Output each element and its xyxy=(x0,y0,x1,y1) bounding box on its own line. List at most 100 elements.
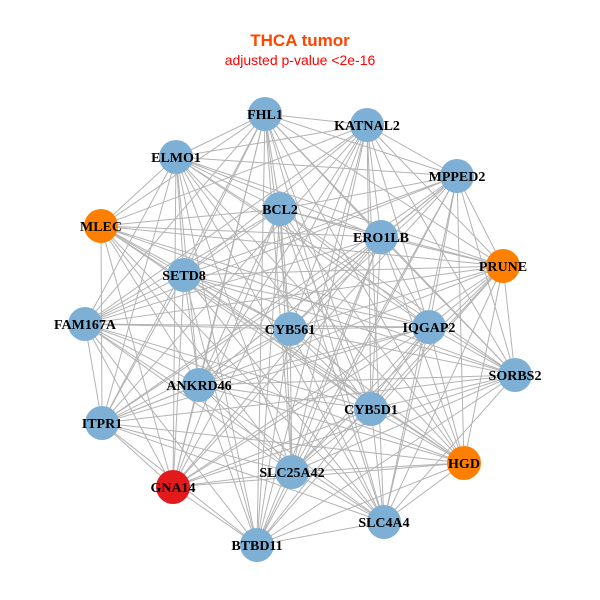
edge-ELMO1-FAM167A xyxy=(84,156,177,325)
edge-SETD8-SORBS2 xyxy=(183,274,516,376)
edge-ELMO1-ITPR1 xyxy=(101,156,177,424)
node-label: ANKRD46 xyxy=(166,379,231,394)
edge-MLEC-BCL2 xyxy=(100,208,281,227)
node-circle xyxy=(367,505,401,539)
node-circle xyxy=(240,528,274,562)
edge-KATNAL2-ELMO1 xyxy=(175,124,368,158)
node-hgd: HGD xyxy=(447,446,481,480)
node-gna14: GNA14 xyxy=(150,470,196,504)
edge-ERO1LB-CYB561 xyxy=(289,236,382,330)
node-iqgap2: IQGAP2 xyxy=(403,310,456,344)
edge-IQGAP2-GNA14 xyxy=(172,326,430,488)
node-label: SETD8 xyxy=(162,269,206,284)
edge-ANKRD46-HGD xyxy=(198,384,465,464)
edge-SETD8-HGD xyxy=(183,274,465,464)
edge-SETD8-FAM167A xyxy=(84,274,185,325)
node-circle xyxy=(350,108,384,142)
edge-FAM167A-IQGAP2 xyxy=(84,323,430,328)
edge-ELMO1-SLC25A42 xyxy=(175,156,293,473)
edge-ITPR1-SLC25A42 xyxy=(101,422,293,473)
node-circle xyxy=(182,368,216,402)
edge-MLEC-IQGAP2 xyxy=(100,225,430,328)
edge-FAM167A-BTBD11 xyxy=(84,323,258,546)
edge-ELMO1-BTBD11 xyxy=(175,156,258,546)
node-circle xyxy=(498,358,532,392)
nodes-layer: FHL1KATNAL2ELMO1MPPED2MLECBCL2ERO1LBPRUN… xyxy=(54,97,541,562)
edge-CYB5D1-HGD xyxy=(370,408,465,464)
edge-BCL2-SORBS2 xyxy=(279,208,516,376)
edge-FAM167A-HGD xyxy=(84,323,465,464)
edge-PRUNE-HGD xyxy=(463,265,504,464)
edge-BCL2-CYB5D1 xyxy=(279,208,372,410)
edge-KATNAL2-ERO1LB xyxy=(366,124,382,238)
node-katnal2: KATNAL2 xyxy=(334,108,400,142)
edge-MPPED2-SORBS2 xyxy=(456,175,516,376)
edge-SETD8-IQGAP2 xyxy=(183,274,430,328)
edge-IQGAP2-BTBD11 xyxy=(256,326,430,546)
edge-ANKRD46-GNA14 xyxy=(172,384,200,488)
node-circle xyxy=(156,470,190,504)
edge-ERO1LB-FAM167A xyxy=(84,236,382,325)
edge-CYB561-BTBD11 xyxy=(256,328,291,546)
node-circle xyxy=(364,220,398,254)
edge-ITPR1-SLC4A4 xyxy=(101,422,385,523)
edge-BCL2-GNA14 xyxy=(172,208,281,488)
node-elmo1: ELMO1 xyxy=(151,140,201,174)
edge-MLEC-PRUNE xyxy=(100,225,504,267)
edge-SETD8-BTBD11 xyxy=(183,274,258,546)
edge-MPPED2-SETD8 xyxy=(183,175,458,276)
node-label: FHL1 xyxy=(247,108,283,123)
node-label: PRUNE xyxy=(479,260,527,275)
edge-FHL1-SLC4A4 xyxy=(264,113,385,523)
edge-FHL1-MPPED2 xyxy=(264,113,458,177)
node-sorbs2: SORBS2 xyxy=(489,358,542,392)
node-slc25a42: SLC25A42 xyxy=(259,455,325,489)
edge-FAM167A-CYB561 xyxy=(84,323,291,330)
edge-CYB561-ANKRD46 xyxy=(198,328,291,386)
edge-SORBS2-SLC4A4 xyxy=(383,374,516,523)
node-label: ELMO1 xyxy=(151,151,201,166)
edge-SETD8-GNA14 xyxy=(172,274,185,488)
edge-KATNAL2-MPPED2 xyxy=(366,124,458,177)
edge-ERO1LB-BTBD11 xyxy=(256,236,382,546)
edge-ANKRD46-CYB5D1 xyxy=(198,384,372,410)
edge-KATNAL2-MLEC xyxy=(100,124,368,227)
edge-SETD8-SLC4A4 xyxy=(183,274,385,523)
node-mpped2: MPPED2 xyxy=(429,159,485,193)
node-circle xyxy=(275,455,309,489)
node-label: SORBS2 xyxy=(489,369,542,384)
node-circle xyxy=(85,406,119,440)
edge-IQGAP2-SLC4A4 xyxy=(383,326,430,523)
node-circle xyxy=(440,159,474,193)
edge-MPPED2-BCL2 xyxy=(279,175,458,210)
edge-CYB5D1-SLC4A4 xyxy=(370,408,385,523)
edge-ERO1LB-ANKRD46 xyxy=(198,236,382,386)
edge-ERO1LB-GNA14 xyxy=(172,236,382,488)
node-label: KATNAL2 xyxy=(334,119,400,134)
node-label: SLC4A4 xyxy=(358,516,409,531)
node-label: IQGAP2 xyxy=(403,321,456,336)
edge-HGD-GNA14 xyxy=(172,462,465,488)
node-label: CYB5D1 xyxy=(344,403,398,418)
edge-MPPED2-FAM167A xyxy=(84,175,458,325)
edge-GNA14-SLC25A42 xyxy=(172,471,293,488)
edge-ELMO1-CYB5D1 xyxy=(175,156,372,410)
edge-KATNAL2-IQGAP2 xyxy=(366,124,430,328)
edge-MLEC-ANKRD46 xyxy=(100,225,200,386)
node-slc4a4: SLC4A4 xyxy=(358,505,410,539)
edge-BCL2-SETD8 xyxy=(183,208,281,276)
node-label: SLC25A42 xyxy=(259,466,324,481)
node-label: ERO1LB xyxy=(353,231,409,246)
edge-FAM167A-ANKRD46 xyxy=(84,323,200,386)
edge-MLEC-CYB5D1 xyxy=(100,225,372,410)
edge-ERO1LB-SORBS2 xyxy=(380,236,516,376)
edge-ANKRD46-ITPR1 xyxy=(101,384,200,424)
edge-MLEC-SLC25A42 xyxy=(100,225,293,473)
node-label: HGD xyxy=(448,457,480,472)
node-label: FAM167A xyxy=(54,318,117,333)
edge-ERO1LB-HGD xyxy=(380,236,465,464)
edge-PRUNE-SLC4A4 xyxy=(383,265,504,523)
edge-CYB5D1-GNA14 xyxy=(172,408,372,488)
edge-SLC25A42-SLC4A4 xyxy=(291,471,385,523)
